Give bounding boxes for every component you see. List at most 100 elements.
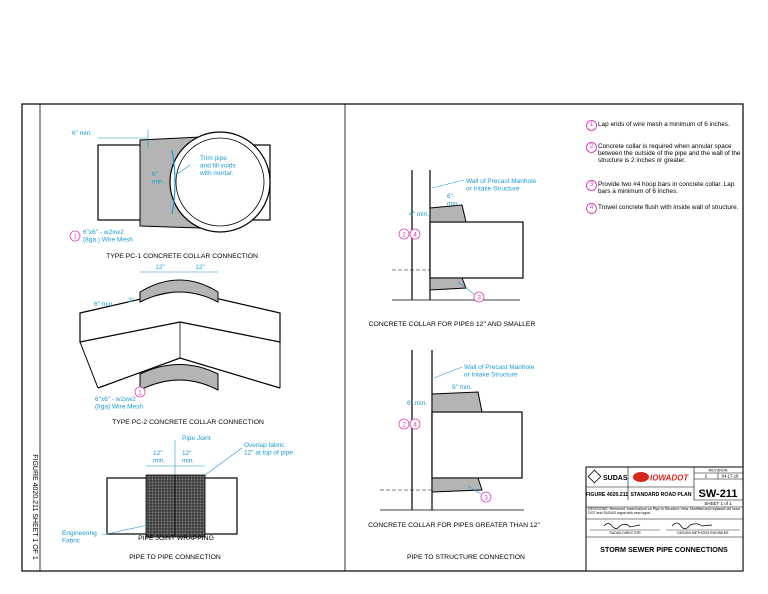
tb-plan: STANDARD ROAD PLAN — [631, 492, 692, 498]
large-callout-3-num: 3 — [484, 495, 488, 502]
text-line: min. — [152, 178, 164, 185]
small-callout-3 — [473, 291, 485, 303]
wrap-pipe-joint-label: Pipe Joint — [182, 435, 211, 442]
tb-figure: FIGURE 4020.211 — [586, 492, 629, 498]
pc1-dim-6min-mid: 6"min. — [152, 171, 164, 185]
note-1-num: 1 — [586, 120, 597, 131]
iowadot-logo: IOWADOT — [633, 472, 689, 483]
large-callout-4-num: 4 — [413, 422, 417, 429]
small-callout-3-num: 3 — [477, 295, 481, 302]
pc1-mesh-callout-num: 1 — [73, 234, 77, 241]
sheet-border — [21, 103, 744, 572]
text-line: Fabric — [62, 537, 81, 544]
text-line: with mortar. — [199, 170, 234, 177]
pc1-title: TYPE PC-1 CONCRETE COLLAR CONNECTION — [106, 253, 258, 260]
text-line: (8ga) Wire Mesh — [95, 403, 143, 410]
large-title: CONCRETE COLLAR FOR PIPES GREATER THAN 1… — [368, 522, 540, 529]
pc1-pipe-inner — [175, 137, 265, 227]
pc2-title: TYPE PC-2 CONCRETE COLLAR CONNECTION — [112, 419, 264, 426]
note-3-num: 3 — [586, 180, 597, 191]
note-3-text: Provide two #4 hoop bars in concrete col… — [598, 181, 735, 196]
title-block: REVISION 2 04-17-18 SUDAS IOWADOT FIGURE… — [585, 466, 744, 572]
pc2-detail: 12" 12" 6" min. 3" 1 6"x6" - w2xw2(8ga) … — [79, 264, 281, 426]
tb-revisions-box: REVISIONS: Removed 'Invert'callout on Pi… — [588, 507, 740, 515]
tb-revision-no: 2 — [705, 474, 708, 479]
pc2-collar-bottom — [139, 364, 219, 391]
pc2-mesh-callout — [134, 386, 146, 398]
sig-left-caption: SUDAS DIRECTOR — [609, 531, 641, 535]
sig-left — [603, 523, 641, 529]
large-pipe — [431, 411, 523, 479]
pc2-collar-top — [139, 279, 219, 303]
note-2: 2 Concrete collar is required when annul… — [586, 142, 746, 165]
pc2-dim-12b: 12" — [195, 264, 205, 271]
wrap-overlap-leader — [204, 447, 243, 476]
text-line: (8ga.) Wire Mesh — [83, 236, 133, 243]
note-4-num: 4 — [586, 203, 597, 214]
pc2-mesh-callout-num: 1 — [138, 390, 142, 397]
pc2-dim-12a: 12" — [155, 264, 165, 271]
small-collar-top — [429, 204, 467, 223]
tb-revision-label: REVISION — [708, 468, 727, 473]
small-pipe — [429, 221, 524, 279]
right-section-title: PIPE TO STRUCTURE CONNECTION — [407, 554, 525, 561]
text-line: min. — [447, 200, 459, 207]
note-2-text: Concrete collar is required when annular… — [598, 143, 741, 165]
pc2-pipe-left-end — [79, 341, 99, 389]
pc2-dim-3: 3" — [128, 297, 135, 304]
pc1-mesh-label: 6"x6" - w2xw2(8ga.) Wire Mesh — [83, 229, 133, 243]
note-4-text: Trowel concrete flush with inside wall o… — [598, 204, 739, 211]
large-callout-3-leader — [467, 485, 482, 495]
wrap-fabric-leader — [101, 524, 149, 536]
sudas-logo: SUDAS — [587, 469, 628, 484]
note-4: 4 Trowel concrete flush with inside wall… — [586, 203, 746, 214]
text-line: and fill voids — [200, 162, 237, 169]
pc1-mesh-line — [171, 149, 176, 215]
text-line: min. — [153, 457, 165, 464]
tb-sheet-of: SHEET 1 of 1 — [704, 501, 732, 506]
large-callout-2-num: 2 — [402, 422, 406, 429]
left-section-title: PIPE TO PIPE CONNECTION — [129, 554, 221, 561]
pc1-pipe-end — [169, 131, 271, 233]
small-dim-6min: 6"min. — [447, 193, 459, 207]
large-callout-2 — [398, 418, 410, 430]
pc1-dim-6min-top: 6" min. — [72, 130, 92, 137]
tb-title: STORM SEWER PIPE CONNECTIONS — [600, 545, 728, 554]
wrap-fabric-right — [174, 474, 206, 538]
wrap-title: PIPE JOINT WRAPPING — [138, 535, 214, 542]
pc1-mesh-callout — [69, 230, 81, 242]
small-title: CONCRETE COLLAR FOR PIPES 12" AND SMALLE… — [369, 321, 536, 328]
text-line: 12" at top of pipe — [244, 449, 293, 456]
wrap-fabric-left — [145, 474, 176, 538]
pc2-dim-6min: 6" min. — [94, 301, 114, 308]
small-callout-3-leader — [457, 281, 475, 295]
note-2-num: 2 — [586, 142, 597, 153]
note-1-text: Lap ends of wire mesh a minimum of 6 inc… — [598, 121, 730, 128]
large-wall-leader — [433, 366, 463, 379]
small-callout-4-num: 4 — [413, 232, 417, 239]
large-dim-9min: 9" min. — [452, 384, 472, 391]
text-line: or Intake Structure — [466, 185, 520, 192]
note-1: 1 Lap ends of wire mesh a minimum of 6 i… — [586, 120, 746, 131]
sig-right — [671, 522, 713, 530]
large-callout-3 — [480, 491, 492, 503]
tb-sheet-no: SW-211 — [699, 488, 738, 500]
small-callout-2-num: 2 — [402, 232, 406, 239]
large-collar-bottom — [431, 477, 483, 493]
small-callout-2 — [398, 228, 410, 240]
iowadot-logo-text: IOWADOT — [650, 474, 689, 483]
large-collar-top — [431, 391, 483, 413]
large-callout-4 — [409, 418, 421, 430]
tb-revision-date: 04-17-18 — [722, 474, 739, 479]
sheet-side-label: FIGURE 4020.211 SHEET 1 OF 1 — [31, 454, 38, 560]
sig-right-caption: DESIGN METHODS ENGINEER — [677, 531, 729, 535]
